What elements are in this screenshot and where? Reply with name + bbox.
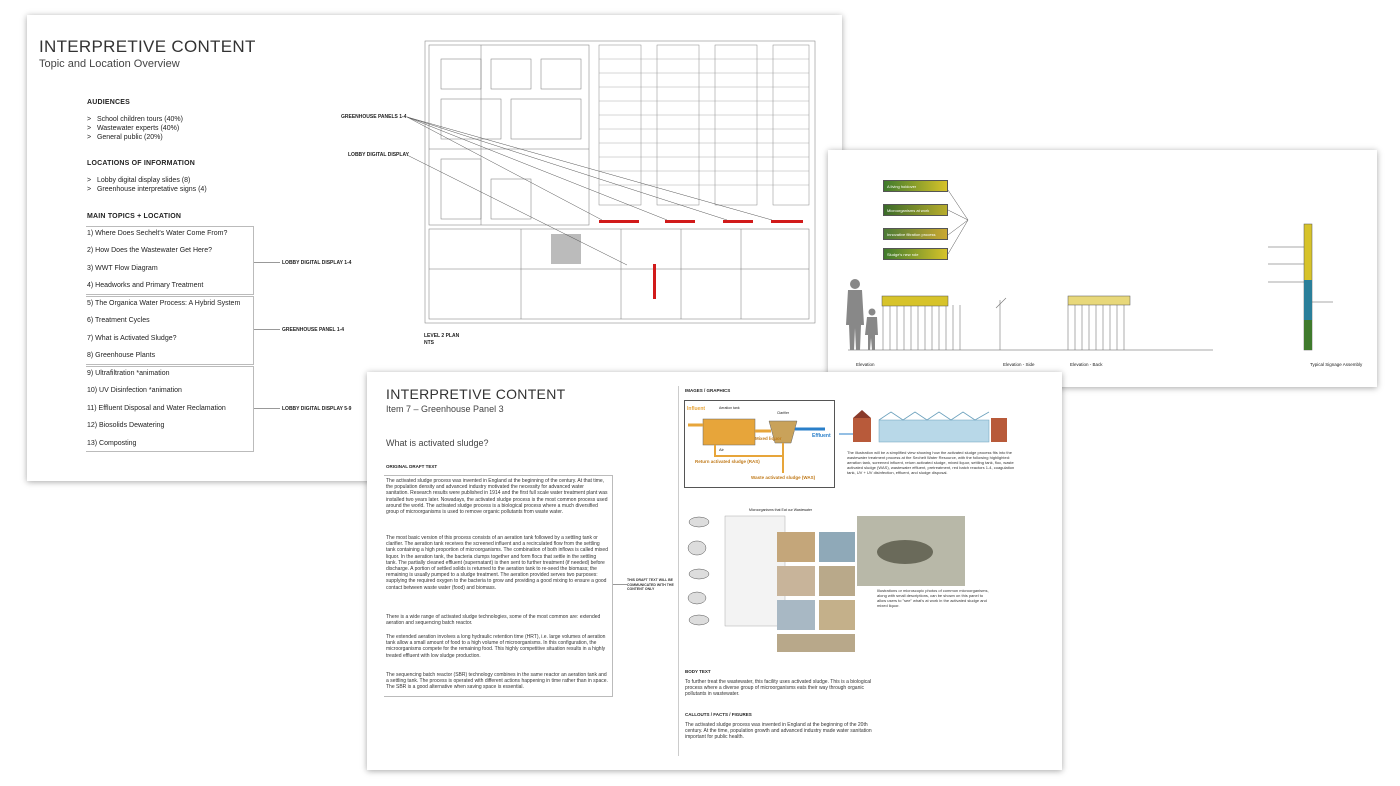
elevation-label: Elevation [856,362,875,367]
draft-paragraph: The activated sludge process was invente… [386,478,608,516]
topic-item: 8) Greenhouse Plants [87,352,156,359]
topic-item: 11) Effluent Disposal and Water Reclamat… [87,405,226,412]
audience-item: > General public (20%) [87,134,163,141]
callout-leader-lines [406,116,773,266]
topic-group-box [86,366,254,452]
topic-group-box [86,296,254,365]
topic-item: 6) Treatment Cycles [87,317,150,324]
topic-item: 1) Where Does Sechelt's Water Come From? [87,230,228,237]
diagram-label: Air [719,447,724,452]
diagram-label: Effluent [812,433,831,439]
sheet-subtitle: Topic and Location Overview [39,58,180,70]
draft-heading: ORIGINAL DRAFT TEXT [386,464,438,469]
topic-item: 10) UV Disinfection *animation [87,387,182,394]
draft-paragraph: There is a wide range of activated sludg… [386,614,601,627]
connector-line [254,408,280,409]
images-divider [678,386,679,756]
locations-heading: LOCATIONS OF INFORMATION [87,160,195,167]
treatment-plant-illustration [839,410,1007,443]
plan-callout-lobby: LOBBY DIGITAL DISPLAY [348,152,409,158]
group-label: LOBBY DIGITAL DISPLAY 5-9 [282,406,352,412]
micro-chart-title: Microorganisms that Eat our Wastewater [749,508,813,512]
connector-line [254,262,280,263]
connector-line [254,329,280,330]
topic-item: 7) What is Activated Sludge? [87,335,177,342]
diagram-label: Aeration tank [719,406,740,410]
topic-item: 9) Ultrafiltration *animation [87,370,170,377]
audiences-heading: AUDIENCES [87,99,131,106]
process-diagram: Influent Aeration tank Clarifier Air Mix… [684,400,835,488]
draft-paragraph: The most basic version of this process c… [386,535,608,591]
topic-item: 3) WWT Flow Diagram [87,265,158,272]
callouts-text: The activated sludge process was invente… [685,722,872,741]
panel-swatch: Innovative filtration process [883,228,948,240]
micro-caption: Illustrations or microscopic photos of c… [877,588,989,608]
body-heading: BODY TEXT [685,669,711,674]
audience-item: > Wastewater experts (40%) [87,125,180,132]
diagram-label: Clarifier [777,411,790,415]
audience-item: > School children tours (40%) [87,116,183,123]
plan-title: LEVEL 2 PLAN [424,333,460,339]
signage-elevation-sheet: A living holdover Microorganisms at work… [828,150,1377,387]
body-text: To further treat the wastewater, this fa… [685,679,872,698]
diagram-caption: The illustration will be a simplified vi… [847,450,1015,475]
topic-item: 5) The Organica Water Process: A Hybrid … [87,300,241,307]
sheet-title: INTERPRETIVE CONTENT [39,37,256,56]
plan-scale: NTS [424,340,434,346]
group-label: LOBBY DIGITAL DISPLAY 1-4 [282,260,352,266]
diagram-label: Return activated sludge (RAS) [695,459,760,464]
panel-swatch: Sludge's new role [883,248,948,260]
elevation-drawing [846,189,1333,351]
images-heading: IMAGES / GRAPHICS [685,388,731,393]
connector-line [613,584,627,585]
diagram-label: Waste activated sludge (WAS) [751,475,816,480]
location-item: > Greenhouse interpretative signs (4) [87,186,207,193]
topic-item: 13) Composting [87,440,137,447]
side-note: THIS DRAFT TEXT WILL BE COMMUNICATED WIT… [627,578,674,591]
panel-content-sheet: INTERPRETIVE CONTENT Item 7 – Greenhouse… [367,372,1062,770]
elevation-label: Elevation - Side [1003,362,1035,367]
diagram-label: Influent [687,406,706,412]
elevation-label: Typical Signage Assembly [1310,362,1363,367]
panel-swatch: A living holdover [883,180,948,192]
draft-text-box [384,475,613,697]
sheet-title: INTERPRETIVE CONTENT [386,386,566,402]
topic-item: 4) Headworks and Primary Treatment [87,282,204,289]
diagram-label: Mixed liquor [755,436,782,441]
elevation-label: Elevation - Back [1070,362,1103,367]
microorganism-illustrations [687,515,965,652]
sheet-subtitle: Item 7 – Greenhouse Panel 3 [386,404,504,414]
topics-heading: MAIN TOPICS + LOCATION [87,213,182,220]
draft-paragraph: The sequencing batch reactor (SBR) techn… [386,672,608,691]
draft-paragraph: The extended aeration involves a long hy… [386,634,606,659]
topic-group-box [86,226,254,295]
floor-plan-drawing [424,40,816,324]
panel-question: What is activated sludge? [386,438,489,448]
panel-swatch: Microorganisms at work [883,204,948,216]
topic-item: 2) How Does the Wastewater Get Here? [87,247,213,254]
topic-item: 12) Biosolids Dewatering [87,422,165,429]
group-label: GREENHOUSE PANEL 1-4 [282,327,345,333]
callouts-heading: CALLOUTS / FACTS / FIGURES [685,712,752,717]
location-item: > Lobby digital display slides (8) [87,177,191,184]
plan-callout-greenhouse: GREENHOUSE PANELS 1-4 [341,114,407,120]
